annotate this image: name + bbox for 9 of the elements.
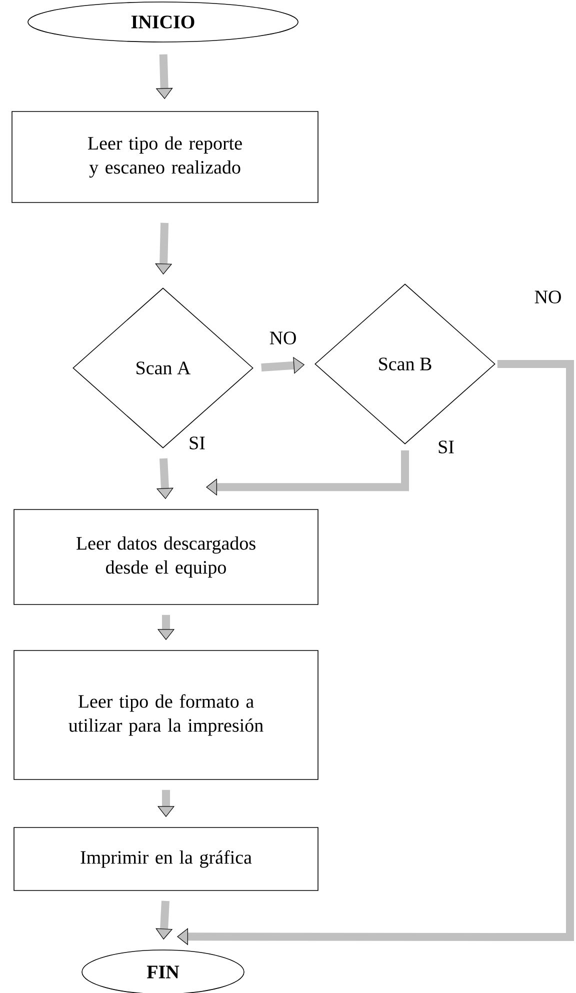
process-box: Leer datos descargados desde el equipo	[14, 509, 318, 605]
edge-label: SI	[188, 436, 206, 450]
edge-label: NO	[268, 330, 298, 346]
edge-label: NO	[533, 290, 563, 304]
process-box: Leer tipo de reporte y escaneo realizado	[12, 111, 318, 203]
process-box: Leer tipo de formato a utilizar para la impresión	[14, 650, 318, 780]
block-arrow	[206, 450, 409, 496]
block-arrow	[177, 360, 574, 946]
process-box: Imprimir en la gráfica	[14, 827, 318, 891]
